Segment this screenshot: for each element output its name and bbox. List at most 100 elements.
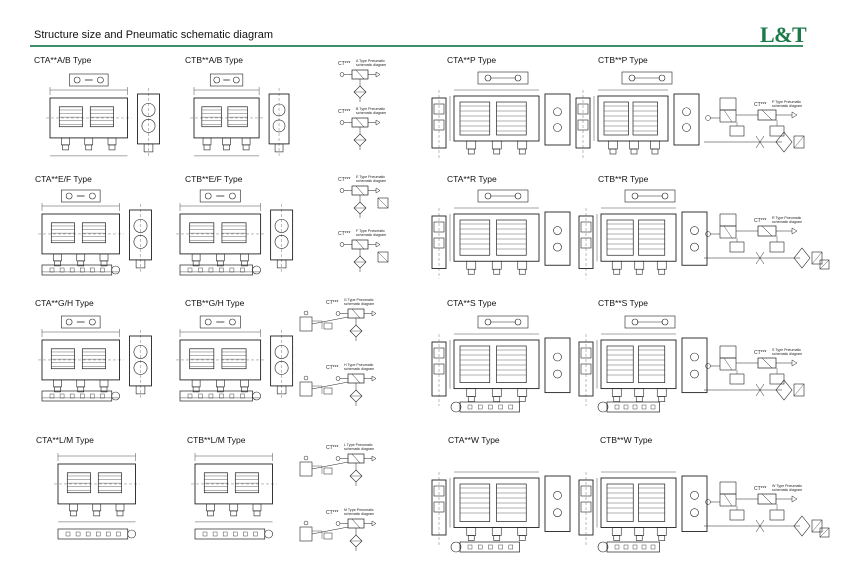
drawing-outline xyxy=(609,148,617,155)
section-label: CTA**L/M Type xyxy=(36,435,94,445)
drawing-circle xyxy=(705,499,711,505)
drawing-circle xyxy=(89,192,96,200)
drawing-circle xyxy=(252,265,261,275)
drawing-outline xyxy=(229,503,239,512)
drawing-outline xyxy=(819,259,830,270)
drawing-outline xyxy=(496,483,527,522)
section-label: CTB**E/F Type xyxy=(185,174,243,184)
drawing-outline xyxy=(54,260,61,267)
drawing-circle xyxy=(335,521,341,526)
drawing-outline xyxy=(493,535,501,541)
schematic-caption: schematic diagram xyxy=(772,488,802,492)
drawing-outline xyxy=(793,135,805,149)
drawing-line xyxy=(811,519,823,533)
drawing-outline xyxy=(466,527,477,536)
drawing-circle xyxy=(553,107,562,117)
drawing-outline xyxy=(719,97,737,111)
drawing-circle xyxy=(705,115,711,121)
drawing-outline xyxy=(658,268,666,275)
technical-drawing xyxy=(431,71,571,158)
drawing-line xyxy=(755,135,765,149)
drawing-outline xyxy=(729,509,745,521)
drawing-outline xyxy=(433,347,445,359)
drawing-outline xyxy=(577,103,589,115)
schematic-caption: B Type Pneumatic xyxy=(356,107,385,111)
technical-drawing xyxy=(431,315,571,413)
filter-icon xyxy=(793,247,811,269)
drawing-outline xyxy=(69,503,78,512)
drawing-outline xyxy=(650,404,656,410)
flow-arrow-icon xyxy=(791,227,798,235)
technical-drawing xyxy=(575,71,700,158)
drawing-outline xyxy=(222,137,231,146)
drawing-outline xyxy=(59,267,65,273)
drawing-outline xyxy=(93,510,101,517)
drawing-outline xyxy=(459,483,491,522)
drawing-outline xyxy=(377,197,389,209)
drawing-line xyxy=(761,493,773,505)
drawing-outline xyxy=(222,531,228,537)
schematic-code: CT*** xyxy=(326,300,339,306)
section-label: CTA**P Type xyxy=(447,55,497,65)
drawing-outline xyxy=(498,404,503,410)
drawing-outline xyxy=(61,137,70,146)
schematic-caption: schematic diagram xyxy=(356,111,386,115)
drawing-outline xyxy=(223,144,230,151)
flow-arrow-icon xyxy=(371,375,377,382)
drawing-outline xyxy=(621,71,673,85)
drawing-outline xyxy=(80,393,85,399)
schematic-code: CT*** xyxy=(326,445,339,451)
drawing-line xyxy=(355,239,365,250)
section-label: CTA**G/H Type xyxy=(35,298,94,308)
drawing-outline xyxy=(656,260,667,270)
drawing-outline xyxy=(638,219,666,256)
drawing-outline xyxy=(299,381,313,397)
drawing-outline xyxy=(493,396,501,402)
drawing-outline xyxy=(66,472,91,494)
technical-drawing xyxy=(191,453,277,540)
drawing-outline xyxy=(99,253,109,262)
drawing-outline xyxy=(606,401,660,413)
schematic-caption: schematic diagram xyxy=(356,63,386,67)
drawing-outline xyxy=(624,315,676,329)
drawing-outline xyxy=(613,396,621,402)
drawing-outline xyxy=(466,388,477,397)
drawing-outline xyxy=(100,260,108,267)
drawing-circle xyxy=(213,76,221,84)
drawing-outline xyxy=(603,101,629,136)
drawing-outline xyxy=(459,345,491,383)
drawing-outline xyxy=(793,383,805,397)
drawing-outline xyxy=(230,510,238,517)
drawing-outline xyxy=(681,211,708,266)
drawing-outline xyxy=(116,510,124,517)
flow-arrow-icon xyxy=(791,111,798,119)
drawing-outline xyxy=(76,253,86,262)
drawing-outline xyxy=(108,144,116,151)
drawing-outline xyxy=(192,260,200,267)
schematic-code: CT*** xyxy=(754,218,767,224)
drawing-outline xyxy=(518,268,526,275)
drawing-outline xyxy=(189,222,215,244)
drawing-outline xyxy=(632,101,658,136)
drawing-outline xyxy=(92,503,102,512)
drawing-outline xyxy=(641,544,647,550)
drawing-circle xyxy=(303,375,309,381)
drawing-outline xyxy=(252,503,262,512)
drawing-circle xyxy=(450,401,462,413)
drawing-outline xyxy=(69,393,75,399)
drawing-outline xyxy=(240,393,245,399)
drawing-outline xyxy=(241,260,248,267)
drawing-outline xyxy=(634,260,645,270)
drawing-circle xyxy=(127,529,136,539)
drawing-outline xyxy=(299,316,313,332)
drawing-outline xyxy=(50,222,75,244)
drawing-outline xyxy=(477,315,529,329)
drawing-line xyxy=(755,251,765,265)
schematic-code: CT*** xyxy=(338,177,351,183)
drawing-line xyxy=(819,527,830,538)
